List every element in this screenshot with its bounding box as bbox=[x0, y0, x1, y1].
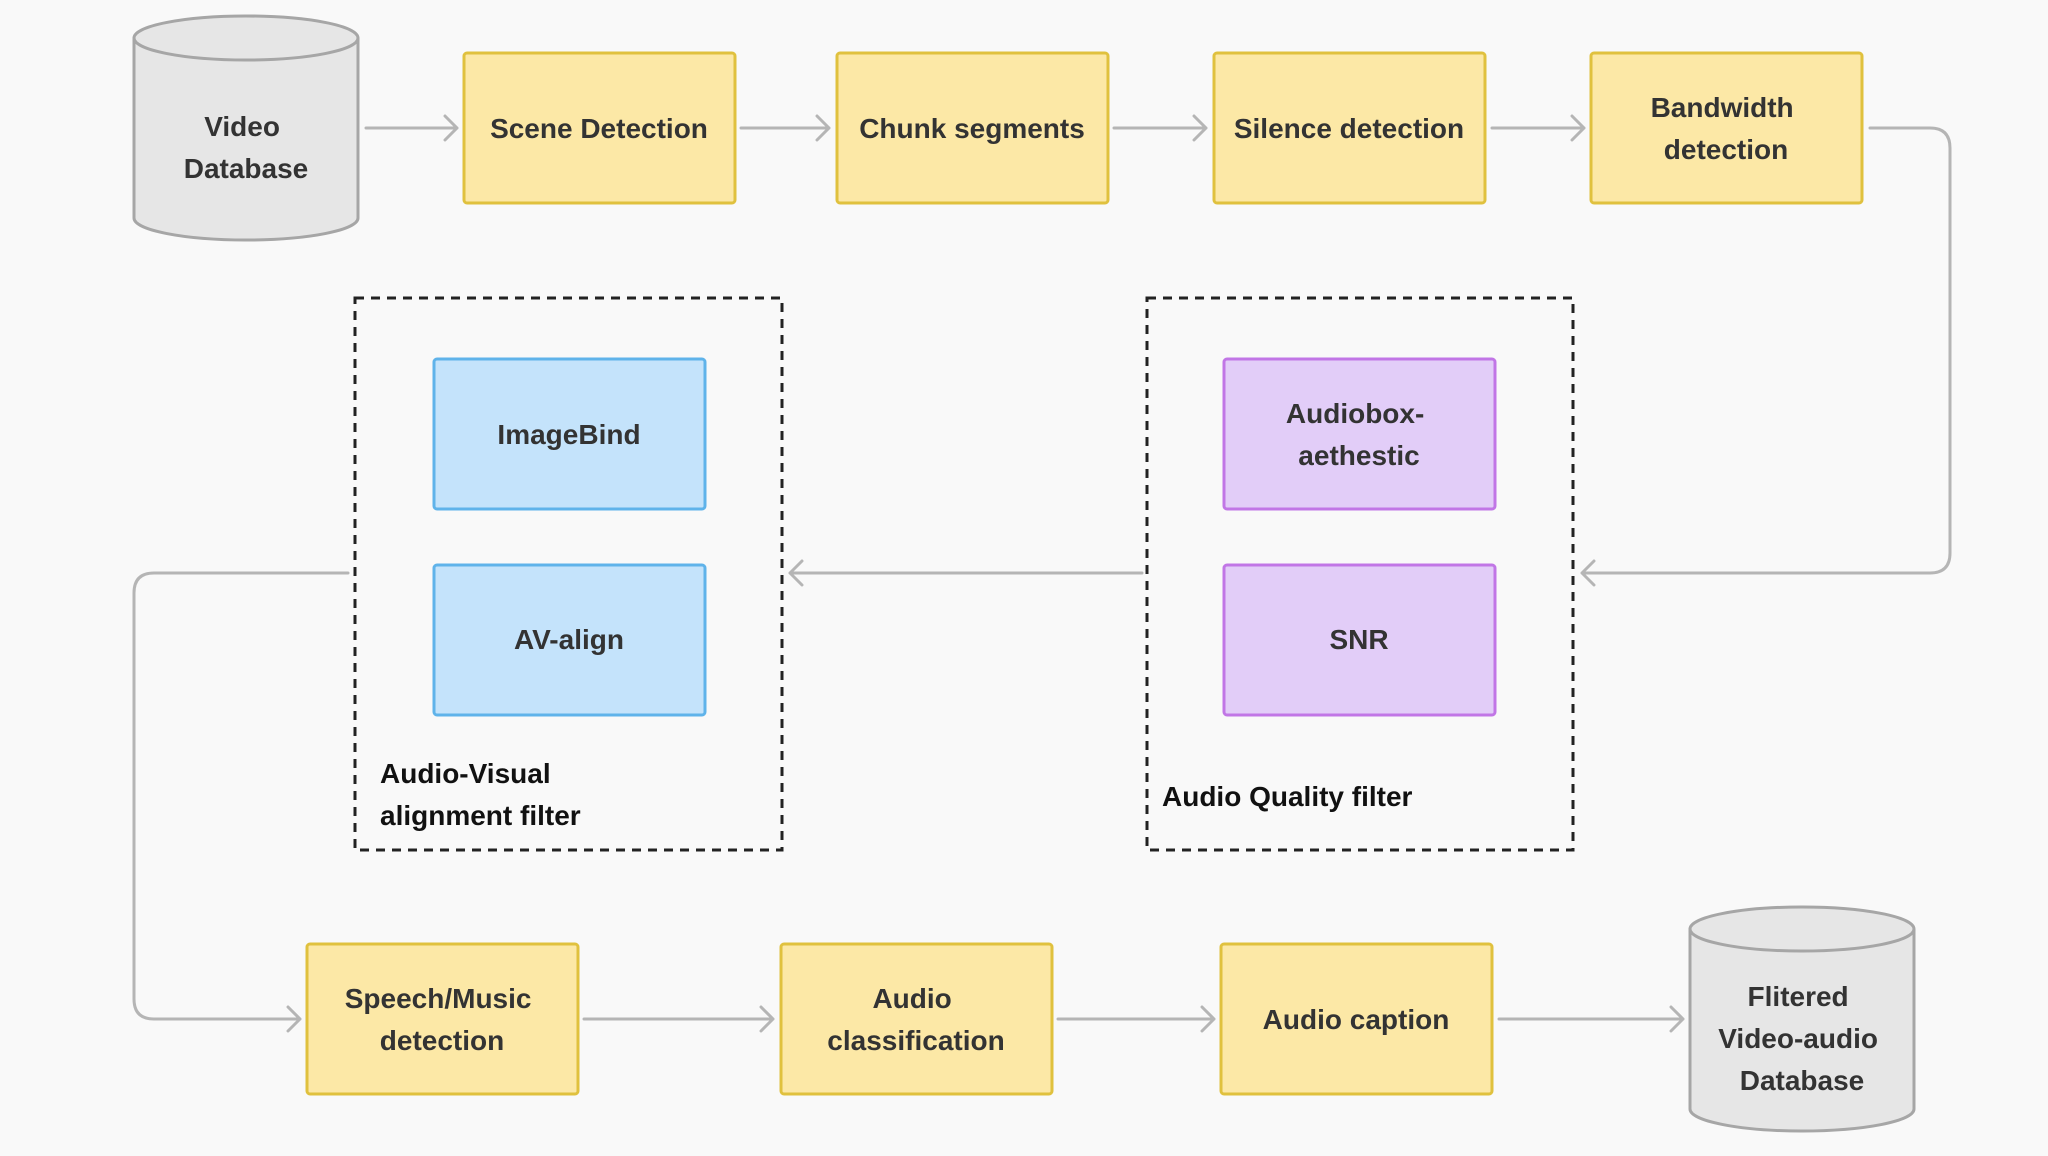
audio-classification-node: Audio classification bbox=[779, 942, 1054, 1096]
video-database-cylinder bbox=[132, 38, 360, 242]
arrow-scene-detection-to-chunk-segments bbox=[739, 114, 831, 142]
arrow-bandwidth-to-quality-filter bbox=[1580, 126, 1952, 587]
chunk-segments-node: Chunk segments bbox=[835, 51, 1110, 205]
audio-quality-filter-label: Audio Quality filter bbox=[1162, 781, 1413, 812]
bandwidth-detection-label: Bandwidth detection bbox=[1651, 92, 1802, 165]
av-align-node: AV-align bbox=[432, 563, 707, 717]
av-alignment-filter-label: Audio-Visual alignment filter bbox=[380, 758, 581, 831]
snr-node: SNR bbox=[1222, 563, 1497, 717]
arrow-audio-classification-to-audio-caption bbox=[1056, 1005, 1216, 1033]
scene-detection-label: Scene Detection bbox=[490, 113, 708, 144]
imagebind-label: ImageBind bbox=[497, 419, 640, 450]
chunk-segments-label: Chunk segments bbox=[859, 113, 1085, 144]
audio-quality-filter-group: Audio Quality filter bbox=[1145, 296, 1575, 852]
scene-detection-node: Scene Detection bbox=[462, 51, 737, 205]
snr-label: SNR bbox=[1329, 624, 1388, 655]
arrow-chunk-segments-to-silence-detection bbox=[1112, 114, 1208, 142]
silence-detection-label: Silence detection bbox=[1234, 113, 1464, 144]
filtered-database-cylinder-top bbox=[1688, 905, 1916, 953]
silence-detection-node: Silence detection bbox=[1212, 51, 1487, 205]
filtered-database-node: Flitered Video-audio Database bbox=[1688, 905, 1916, 1133]
av-alignment-filter-group: Audio-Visual alignment filter bbox=[353, 296, 784, 852]
filtered-database-label: Flitered Video-audio Database bbox=[1718, 981, 1886, 1096]
audio-caption-node: Audio caption bbox=[1219, 942, 1494, 1096]
video-database-node: Video Database bbox=[132, 14, 360, 242]
speech-music-detection-label: Speech/Music detection bbox=[345, 983, 540, 1056]
bandwidth-detection-node: Bandwidth detection bbox=[1589, 51, 1864, 205]
imagebind-node: ImageBind bbox=[432, 357, 707, 511]
audiobox-aesthetic-label: Audiobox- aethestic bbox=[1286, 398, 1432, 471]
speech-music-detection-node: Speech/Music detection bbox=[305, 942, 580, 1096]
audio-quality-filter-border bbox=[1145, 296, 1575, 852]
video-database-cylinder-top bbox=[132, 14, 360, 62]
audio-classification-label: Audio classification bbox=[827, 983, 1004, 1056]
audiobox-aesthetic-node: Audiobox- aethestic bbox=[1222, 357, 1497, 511]
arrow-speech-music-to-audio-classification bbox=[582, 1005, 775, 1033]
filtered-database-cylinder bbox=[1688, 929, 1916, 1133]
arrow-silence-detection-to-bandwidth-detection bbox=[1490, 114, 1586, 142]
av-alignment-filter-border bbox=[353, 296, 784, 852]
av-align-label: AV-align bbox=[514, 624, 624, 655]
video-database-label: Video Database bbox=[184, 111, 309, 184]
arrow-video-db-to-scene-detection bbox=[364, 114, 459, 142]
arrow-audio-caption-to-filtered-db bbox=[1497, 1005, 1685, 1033]
arrow-quality-filter-to-av-filter bbox=[788, 559, 1144, 587]
connectors bbox=[132, 114, 1952, 1033]
audio-caption-label: Audio caption bbox=[1263, 1004, 1450, 1035]
arrow-av-filter-to-speech-music bbox=[132, 571, 350, 1033]
